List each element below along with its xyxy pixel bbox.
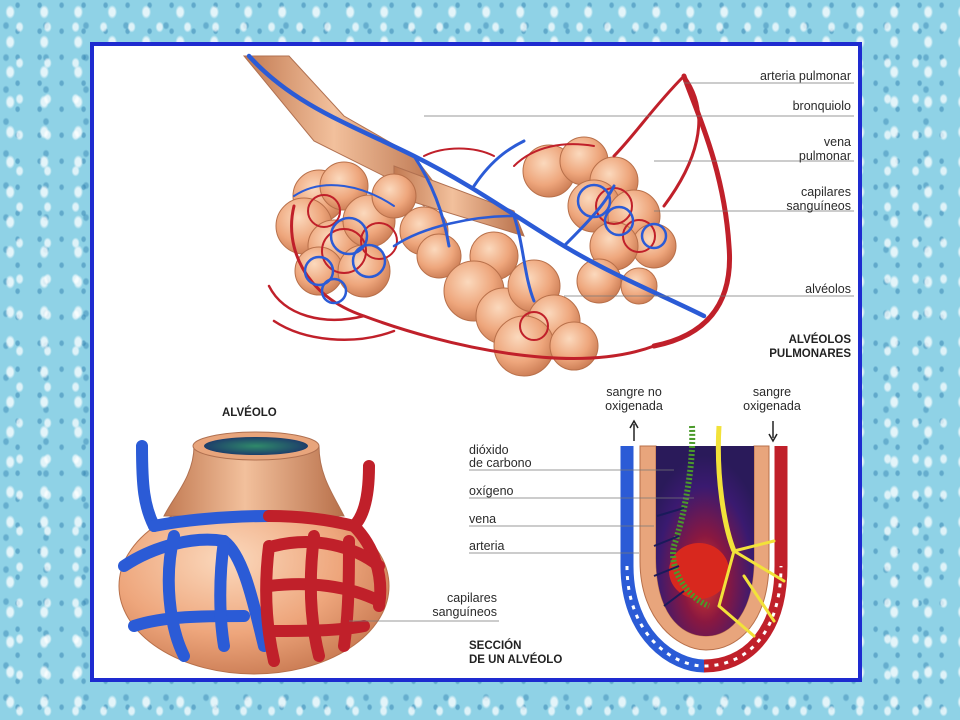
title-alveolo: ALVÉOLO <box>222 406 277 419</box>
single-alveolus-illustration <box>118 431 390 675</box>
title-alveolos-line1: ALVÉOLOS <box>789 333 852 346</box>
label-sangre-oxigenada-line1: sangre <box>753 385 791 399</box>
diagram-panel: arteria pulmonar bronquiolo vena pulmona… <box>90 42 862 682</box>
label-vena-pulmonar-line1: vena <box>824 135 851 149</box>
label-arteria-pulmonar: arteria pulmonar <box>760 69 851 83</box>
label-vena-pulmonar-line2: pulmonar <box>799 149 851 163</box>
label-capilares-line2: sanguíneos <box>786 199 851 213</box>
label-dioxido-line1: dióxido <box>469 443 509 457</box>
blue-veins <box>246 53 707 319</box>
label-sangre-no-oxigenada-line2: oxigenada <box>605 399 663 413</box>
title-alveolos-line2: PULMONARES <box>769 348 851 360</box>
section-leader-lines <box>469 469 694 554</box>
label-vena: vena <box>469 512 496 526</box>
label-arteria: arteria <box>469 539 504 553</box>
diagram-canvas: arteria pulmonar bronquiolo vena pulmona… <box>118 53 854 675</box>
label-capilares-line1: capilares <box>801 185 851 199</box>
title-seccion-line1: SECCIÓN <box>469 639 521 652</box>
top-leader-lines <box>424 82 854 297</box>
label-dioxido-line2: de carbono <box>469 456 532 470</box>
label-capilares-alveolo-line2: sanguíneos <box>432 605 497 619</box>
label-sangre-no-oxigenada-line1: sangre no <box>606 385 662 399</box>
label-oxigeno: oxígeno <box>469 484 514 498</box>
title-seccion-line2: DE UN ALVÉOLO <box>469 653 562 666</box>
label-sangre-oxigenada-line2: oxigenada <box>743 399 801 413</box>
label-alveolos: alvéolos <box>805 282 851 296</box>
red-capillaries <box>267 73 733 360</box>
label-capilares-alveolo-line1: capilares <box>447 591 497 605</box>
label-bronquiolo: bronquiolo <box>793 99 851 113</box>
alveoli-cluster-illustration <box>242 53 733 377</box>
alveolus-section-illustration <box>620 419 788 673</box>
